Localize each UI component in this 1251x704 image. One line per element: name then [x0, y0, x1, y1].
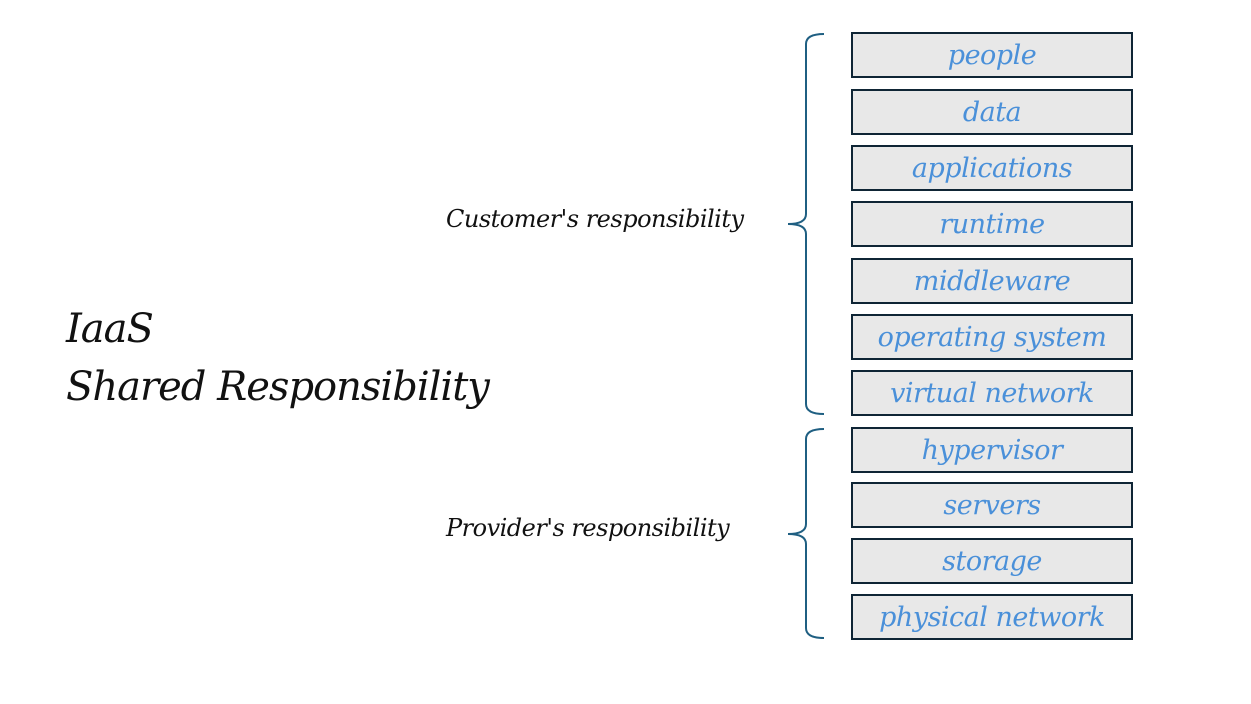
provider-responsibility-label: Provider's responsibility [446, 514, 730, 542]
layer-storage: storage [851, 538, 1133, 584]
layer-operating-system: operating system [851, 314, 1133, 360]
layer-people: people [851, 32, 1133, 78]
diagram-title: IaaS Shared Responsibility [66, 300, 490, 416]
title-line-1: IaaS [66, 306, 154, 352]
layer-runtime: runtime [851, 201, 1133, 247]
customer-responsibility-label: Customer's responsibility [446, 205, 744, 233]
layer-hypervisor: hypervisor [851, 427, 1133, 473]
layer-servers: servers [851, 482, 1133, 528]
title-line-2: Shared Responsibility [66, 364, 490, 410]
layer-virtual-network: virtual network [851, 370, 1133, 416]
layer-applications: applications [851, 145, 1133, 191]
layer-data: data [851, 89, 1133, 135]
provider-brace [787, 428, 825, 639]
layer-physical-network: physical network [851, 594, 1133, 640]
layer-middleware: middleware [851, 258, 1133, 304]
customer-brace [787, 33, 825, 415]
